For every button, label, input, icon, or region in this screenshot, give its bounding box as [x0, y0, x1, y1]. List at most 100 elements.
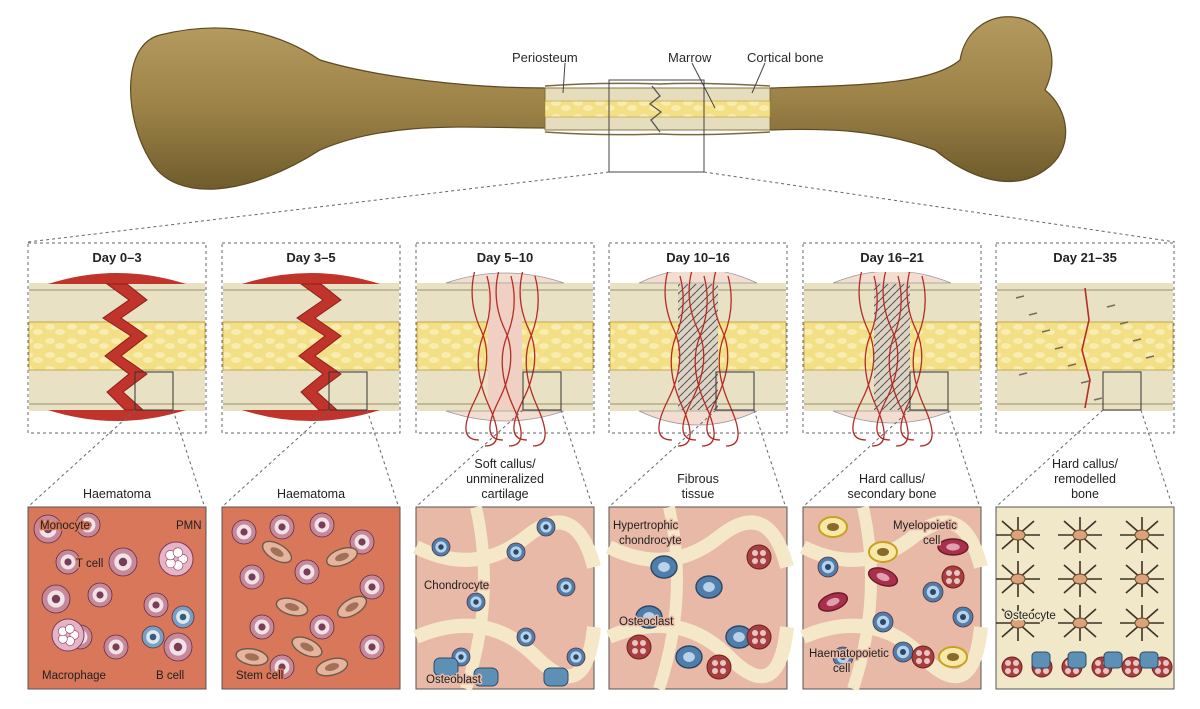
- matrix-strand: [412, 515, 601, 569]
- cell-nucleus: [1155, 668, 1161, 674]
- cell-nucleus: [179, 613, 187, 621]
- osteoblast-cell: [1139, 651, 1159, 669]
- cell-nucleus: [1125, 660, 1131, 666]
- cell-nucleus: [513, 549, 519, 555]
- cell-nucleus: [946, 543, 960, 551]
- cell-nucleus: [1095, 668, 1101, 674]
- cell-nucleus: [877, 548, 889, 556]
- blood-vessel: [694, 275, 715, 447]
- cell-nucleus: [683, 652, 695, 662]
- cell-nucleus: [284, 603, 300, 611]
- cell-label-halo: Monocyte: [40, 520, 90, 532]
- stage-4: Day 10–16FibroustissueHypertrophicHypert…: [605, 242, 794, 691]
- osteoclast-cell: [746, 624, 772, 650]
- zoom-line: [753, 409, 786, 506]
- cell-nucleus: [760, 638, 766, 644]
- stage-caption: Hard callus/: [1052, 457, 1119, 471]
- cell-label: T cell: [76, 558, 103, 570]
- callus-region: [874, 284, 910, 410]
- osteoclast-cell: [941, 565, 965, 589]
- cell-nucleus: [173, 642, 183, 652]
- cell-nucleus: [947, 653, 959, 661]
- fracture-line: [648, 85, 663, 133]
- stage-caption: Soft callus/: [474, 457, 536, 471]
- cell-label: Osteoclast: [619, 616, 674, 628]
- cell-panel-contents: ChondrocyteChondrocyteOsteoblastOsteobla…: [412, 505, 601, 691]
- cell-label-halo: cell: [923, 535, 940, 547]
- zoom-box: [522, 371, 562, 411]
- cell-nucleus: [632, 648, 638, 654]
- zoom-box: [715, 371, 755, 411]
- osteocyte-lacuna: [1080, 380, 1090, 384]
- zoom-line: [366, 409, 399, 506]
- cell-nucleus: [876, 572, 890, 582]
- zoom-box: [909, 371, 949, 411]
- zoom-line: [1140, 409, 1173, 506]
- zoom-line: [947, 409, 980, 506]
- cell-nucleus: [244, 653, 260, 661]
- cell-label: B cell: [156, 670, 184, 682]
- cell-nucleus: [1005, 660, 1011, 666]
- osteocyte-lacuna: [1041, 329, 1051, 333]
- matrix-strand: [605, 515, 794, 569]
- cell-nucleus: [368, 643, 376, 651]
- cell-nucleus: [930, 589, 936, 595]
- blood-vessel: [513, 269, 536, 441]
- cell-nucleus: [118, 557, 128, 567]
- bone-left-end: [130, 27, 546, 190]
- cell-label-halo: Osteocyte: [1004, 610, 1056, 622]
- stage-header-bg: [417, 244, 593, 272]
- osteocyte-lacuna: [1093, 397, 1103, 401]
- osteoclast-cell: [626, 634, 652, 660]
- osteocyte-cell: [1134, 529, 1150, 541]
- osteocyte-lacuna: [1018, 372, 1028, 376]
- osteocyte-lacuna: [1132, 338, 1142, 342]
- cell-panel-contents: HypertrophicHypertrophicchondrocytechond…: [605, 505, 794, 691]
- stage-day-label: Day 21–35: [1053, 250, 1117, 265]
- cell-label-halo: PMN: [176, 520, 202, 532]
- blood-vessel: [670, 275, 691, 447]
- stage-header-bg: [29, 244, 205, 272]
- cell-nucleus: [1013, 660, 1019, 666]
- osteocyte-cell: [1134, 573, 1150, 585]
- cell-nucleus: [270, 547, 284, 557]
- cell-nucleus: [916, 650, 922, 656]
- osteocyte-lacuna: [1106, 304, 1116, 308]
- cell-nucleus: [300, 642, 314, 652]
- cell-lobe: [172, 547, 184, 558]
- cell-label: Haematopoietic: [809, 648, 889, 660]
- cell-nucleus: [720, 660, 726, 666]
- cell-label: Stem cell: [236, 670, 283, 682]
- blood-vessel: [465, 269, 488, 441]
- blood-vessel: [658, 269, 681, 441]
- cell-nucleus: [84, 521, 92, 529]
- zoom-line: [172, 409, 205, 506]
- cell-nucleus: [1065, 668, 1071, 674]
- cell-nucleus: [112, 643, 120, 651]
- stage-caption: bone: [1071, 487, 1099, 501]
- cell-nucleus: [240, 528, 248, 536]
- zoom-line-right: [703, 171, 1176, 243]
- cell-nucleus: [720, 668, 726, 674]
- cell-label: Chondrocyte: [424, 580, 489, 592]
- zoom-line-left: [27, 171, 610, 243]
- cell-label-halo: T cell: [76, 558, 103, 570]
- osteocyte-cell: [1010, 617, 1026, 629]
- cell-nucleus: [703, 582, 715, 592]
- callus-region: [678, 284, 718, 410]
- blood-vessel: [682, 269, 705, 441]
- cell-label-halo: chondrocyte: [619, 535, 682, 547]
- cell-nucleus: [1043, 668, 1049, 674]
- cell-nucleus: [563, 584, 569, 590]
- cell-nucleus: [840, 654, 846, 660]
- cell-label-halo: cell: [833, 663, 850, 675]
- cell-nucleus: [1005, 668, 1011, 674]
- cell-nucleus: [543, 524, 549, 530]
